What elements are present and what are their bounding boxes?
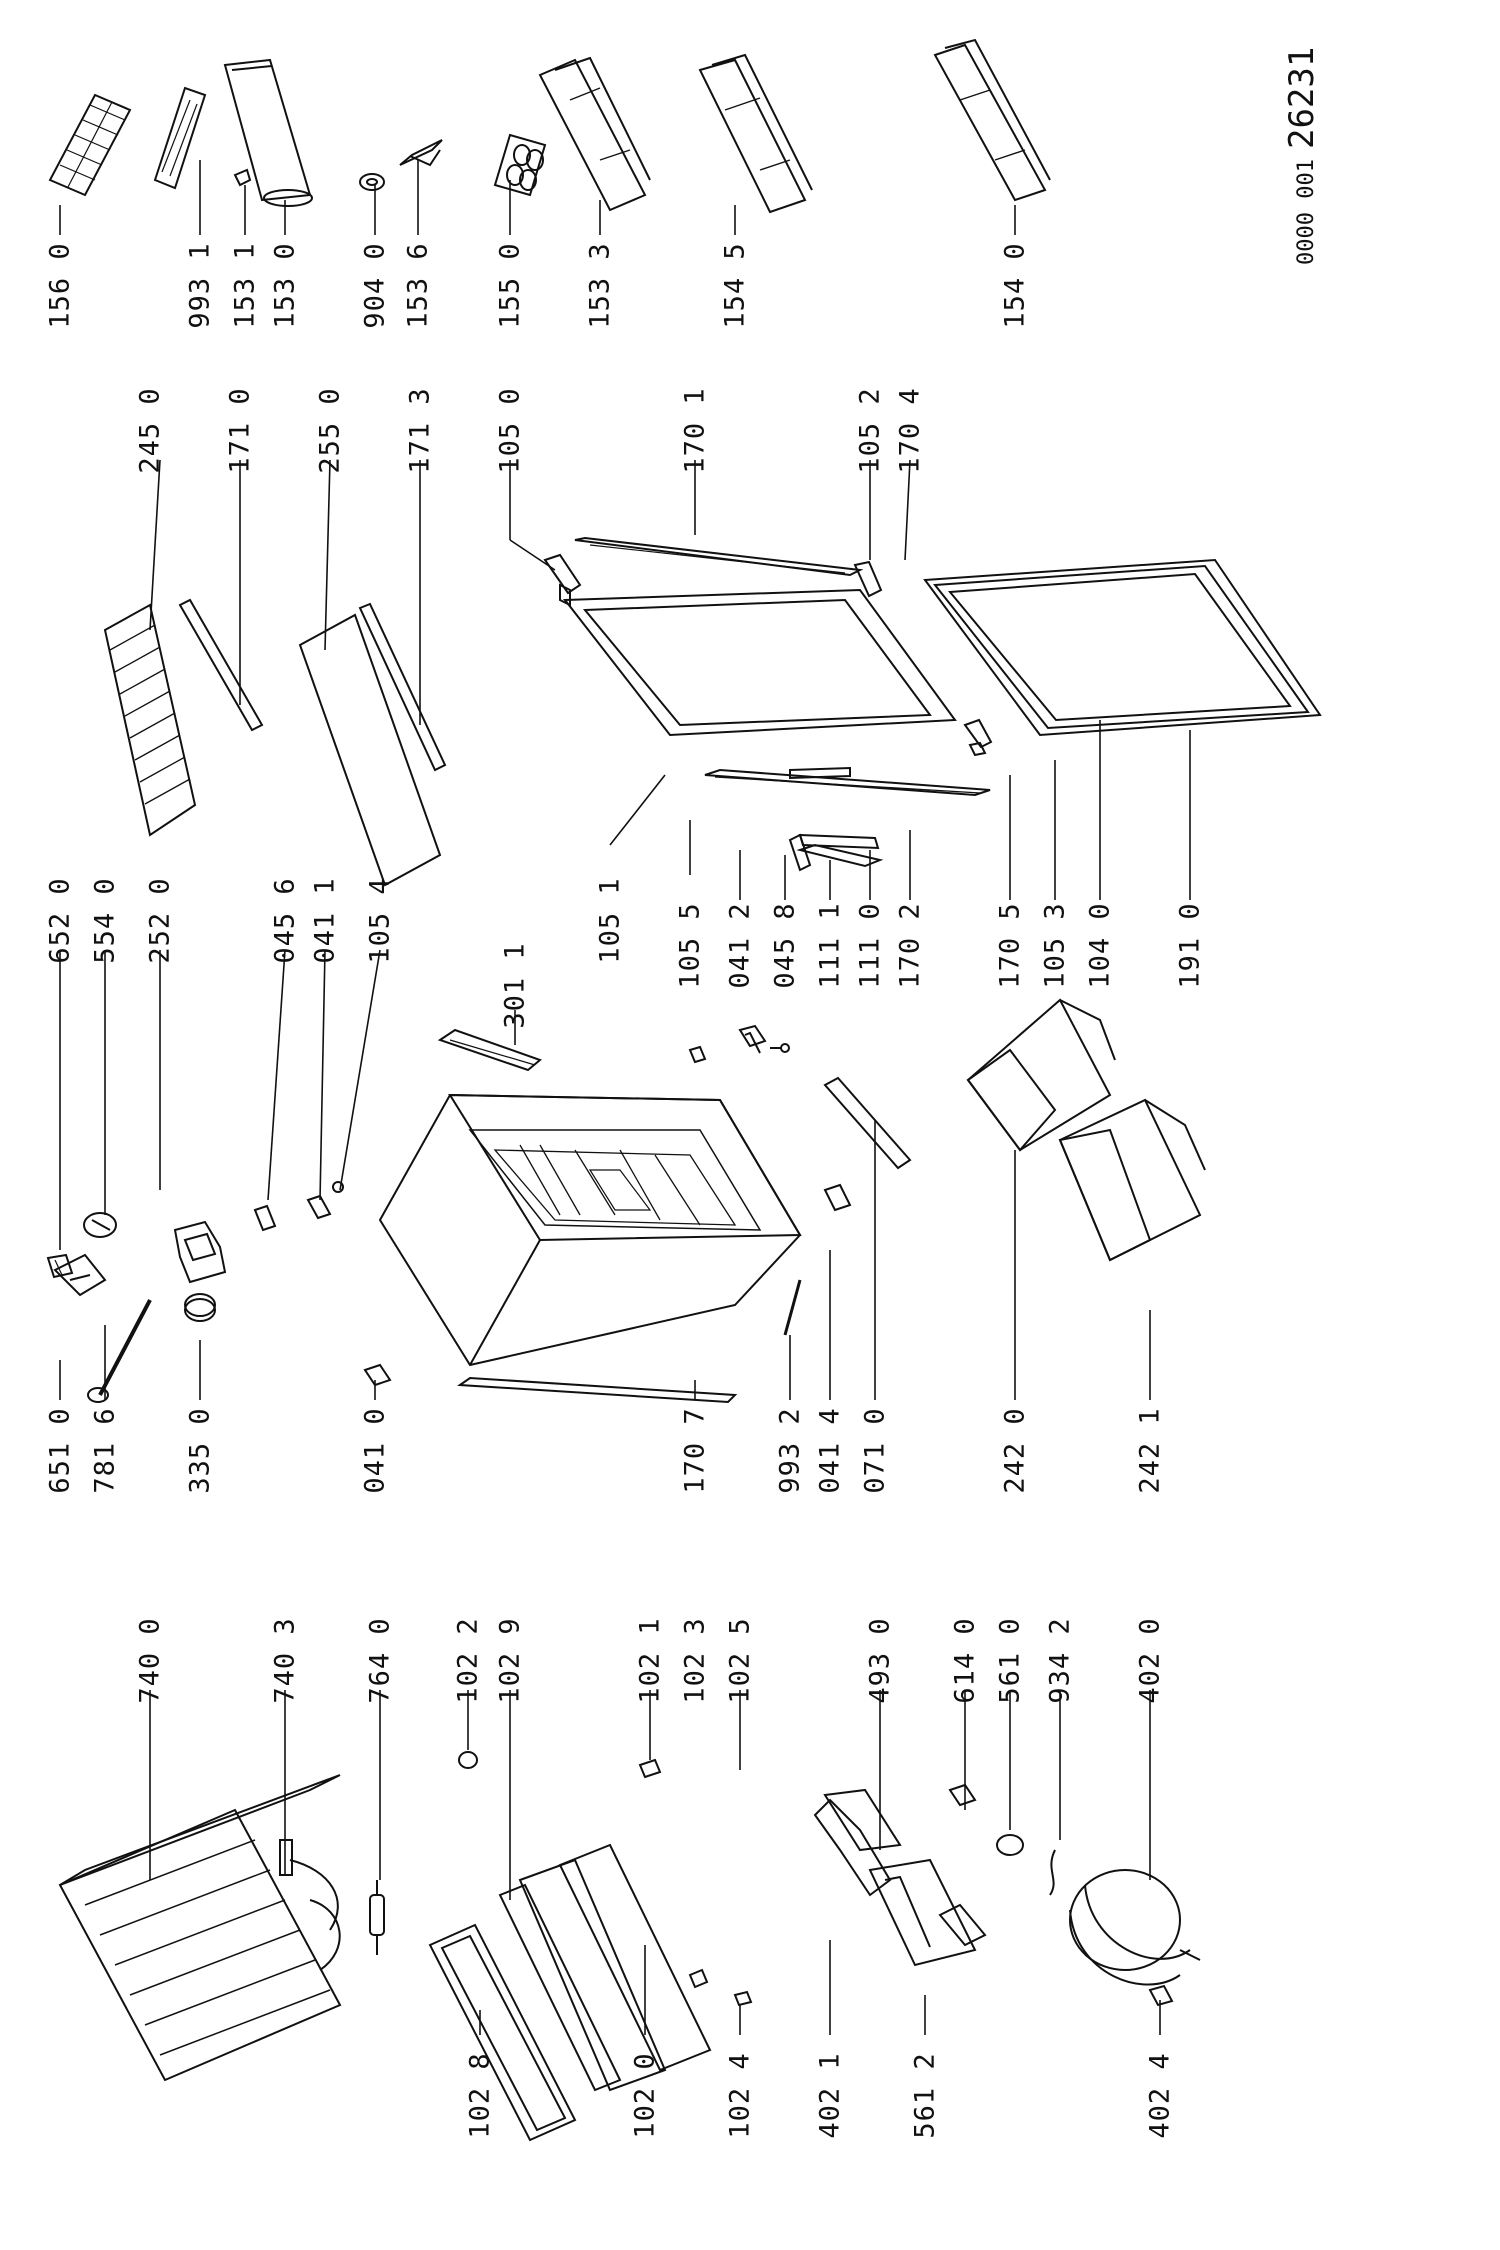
crisper-bin-upper xyxy=(966,998,1116,1152)
crisper-bin-lower xyxy=(1058,1098,1206,1262)
butter-dish-lid xyxy=(153,86,207,190)
door-handle-pin xyxy=(783,1279,802,1336)
hinge-lower-right xyxy=(963,718,993,757)
door-shelf-large xyxy=(933,38,1051,202)
door-bar-1 xyxy=(789,766,851,780)
hinge-small xyxy=(688,1045,707,1064)
hinge-bracket-2 xyxy=(306,1194,332,1220)
shelf-trim-2 xyxy=(358,602,447,772)
relay-unit xyxy=(868,1858,977,1967)
capillary-filter xyxy=(369,1880,385,1955)
clip-b xyxy=(688,1968,709,1989)
condenser-coil xyxy=(58,1774,342,2082)
evaporator-seal xyxy=(428,1923,577,2142)
clip-c xyxy=(733,1990,753,2007)
screw-1 xyxy=(332,1181,344,1193)
butter-compartment xyxy=(223,58,313,207)
wire-lead xyxy=(1049,1849,1056,1896)
bottom-trim-bar xyxy=(823,1076,912,1170)
clip-a xyxy=(638,1758,662,1779)
wire-shelf xyxy=(103,603,197,837)
door-inner-frame xyxy=(563,588,957,737)
door-shelf-small xyxy=(538,56,651,212)
door-shelf-medium xyxy=(698,53,813,214)
front-trim-strip xyxy=(457,1376,738,1404)
control-panel-bar xyxy=(437,1028,542,1072)
thermal-relay xyxy=(996,1834,1024,1856)
relay-box xyxy=(813,1788,902,1897)
thermostat-knob xyxy=(184,1293,216,1322)
small-clip xyxy=(233,168,252,187)
egg-tray xyxy=(493,133,547,197)
glass-shelf xyxy=(298,613,442,887)
drier-tube xyxy=(279,1839,293,1876)
door-gasket xyxy=(923,558,1322,737)
shelf-trim-1 xyxy=(178,598,264,732)
compressor xyxy=(1069,1869,1201,1986)
hinge-lower-left xyxy=(823,1183,852,1212)
overload-protector xyxy=(948,1783,977,1807)
door-seal-strip-left xyxy=(704,768,991,797)
compressor-foot xyxy=(1148,1984,1174,2007)
hinge-bottom xyxy=(853,560,883,598)
start-capacitor xyxy=(938,1903,987,1947)
bracket-plate-1 xyxy=(788,833,812,872)
grommet xyxy=(458,1751,478,1769)
door-seal-strip-right xyxy=(574,536,864,577)
thermostat-capillary xyxy=(87,1299,152,1403)
hinge-bracket-1 xyxy=(253,1204,277,1232)
lamp-cover xyxy=(173,1220,227,1284)
hinge-top xyxy=(543,553,582,607)
round-plug xyxy=(359,173,385,191)
hinge-bracket-4 xyxy=(738,1024,767,1054)
ice-cube-tray xyxy=(48,93,132,197)
screw-2 xyxy=(770,1043,790,1053)
drain-tray xyxy=(558,1843,712,2072)
bracket-clip xyxy=(399,139,443,167)
cabinet-body xyxy=(378,1093,802,1367)
drip-tray-panel xyxy=(498,1858,667,2092)
hinge-bracket-3 xyxy=(363,1363,392,1387)
thermostat-housing xyxy=(53,1253,107,1297)
bracket-plate-2 xyxy=(796,843,884,868)
control-knob xyxy=(83,1212,117,1238)
leader-lines xyxy=(59,160,1191,2035)
